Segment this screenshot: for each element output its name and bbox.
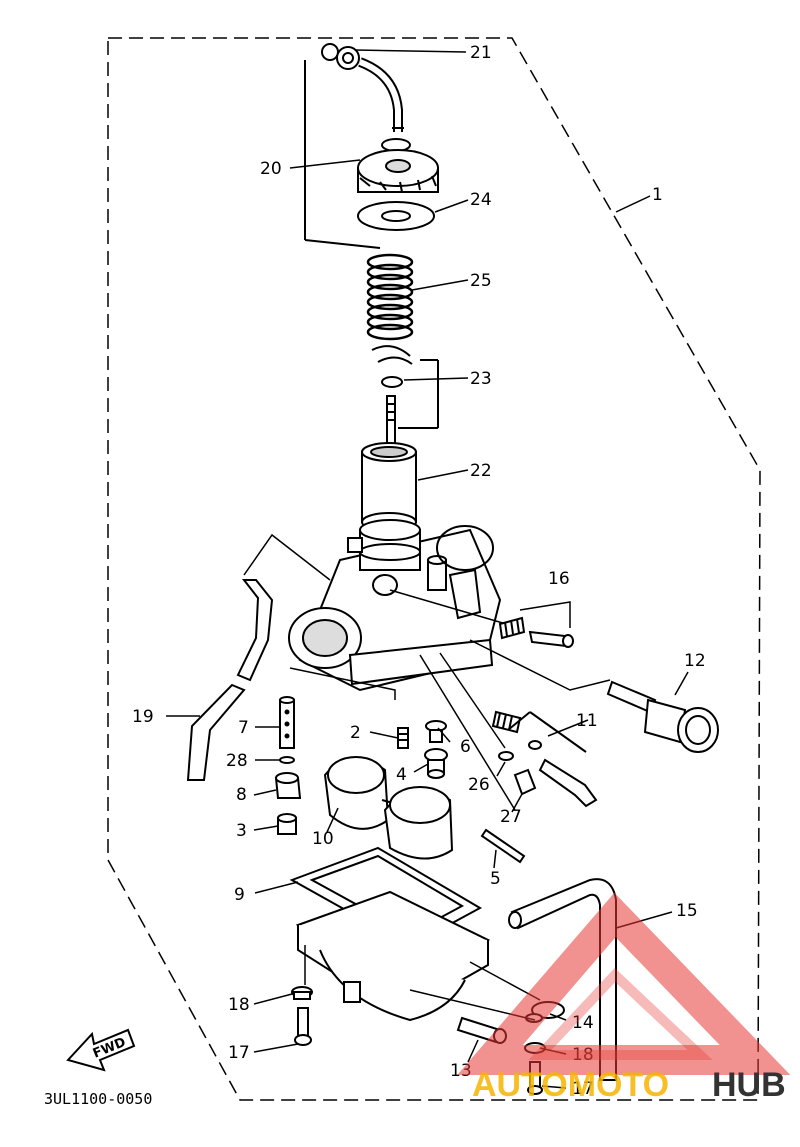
assembly-boundary	[107, 37, 761, 1101]
callout-label: 16	[548, 569, 570, 589]
callout-leaders	[166, 49, 689, 1089]
main-nozzle	[279, 696, 295, 749]
o-ring-28	[279, 756, 295, 764]
carburetor-body	[288, 519, 502, 692]
callout-label: 11	[576, 711, 598, 731]
float-bowl	[295, 890, 491, 1022]
callout-label: 4	[396, 765, 407, 785]
bowl-screw-18-left	[291, 986, 313, 1000]
callout-label: 18	[228, 995, 250, 1015]
callout-label: 24	[470, 190, 492, 210]
throttle-cable-assembly	[304, 43, 404, 249]
watermark-text-left: AUTOMOTO	[472, 1066, 669, 1104]
cap-gasket	[357, 201, 435, 231]
fwd-arrow-icon: FWD	[66, 1028, 136, 1072]
callout-label: 21	[470, 43, 492, 63]
starter-jet	[513, 768, 537, 796]
part-code-label: 3UL1100-0050	[44, 1090, 152, 1108]
body-leader-lines	[243, 533, 611, 811]
callout-label: 15	[676, 901, 698, 921]
valve-seat-washer	[425, 720, 447, 743]
overflow-hose	[186, 579, 274, 781]
bowl-screw-17-left	[294, 1007, 312, 1046]
watermark-triangle	[457, 892, 791, 1075]
callout-label: 5	[490, 869, 501, 889]
callout-label: 8	[236, 785, 247, 805]
callout-label: 28	[226, 751, 248, 771]
callout-label: 14	[572, 1013, 594, 1033]
watermark-logo: AUTOMOTO HUB	[457, 892, 791, 1104]
callout-label: 22	[470, 461, 492, 481]
carburetor-top-cap	[357, 138, 439, 193]
needle-and-clip	[371, 345, 439, 447]
callout-label: 10	[312, 829, 334, 849]
callout-label: 20	[260, 159, 282, 179]
callout-label: 17	[228, 1043, 250, 1063]
callout-label: 25	[470, 271, 492, 291]
callout-label: 12	[684, 651, 706, 671]
callout-label: 27	[500, 807, 522, 827]
choke-plunger	[606, 680, 719, 753]
needle-valve	[424, 748, 448, 779]
callout-label: 17	[572, 1079, 594, 1099]
pilot-screw-set	[491, 710, 598, 808]
callout-label: 3	[236, 821, 247, 841]
air-screw-set	[498, 616, 574, 648]
callout-label: 26	[468, 775, 490, 795]
watermark-text-right: HUB	[712, 1066, 786, 1104]
pilot-jet	[397, 727, 409, 749]
callout-label: 7	[238, 718, 249, 738]
float-assembly	[323, 756, 454, 860]
callout-label: 19	[132, 707, 154, 727]
washer-26	[498, 751, 514, 761]
throttle-spring	[366, 253, 414, 341]
callout-label: 6	[460, 737, 471, 757]
callout-label: 2	[350, 723, 361, 743]
callout-label: 23	[470, 369, 492, 389]
main-jet	[277, 813, 297, 835]
float-pin	[480, 828, 526, 864]
throttle-slide	[361, 442, 417, 532]
callout-label: 9	[234, 885, 245, 905]
needle-jet	[274, 772, 302, 799]
callout-label: 1	[652, 185, 663, 205]
